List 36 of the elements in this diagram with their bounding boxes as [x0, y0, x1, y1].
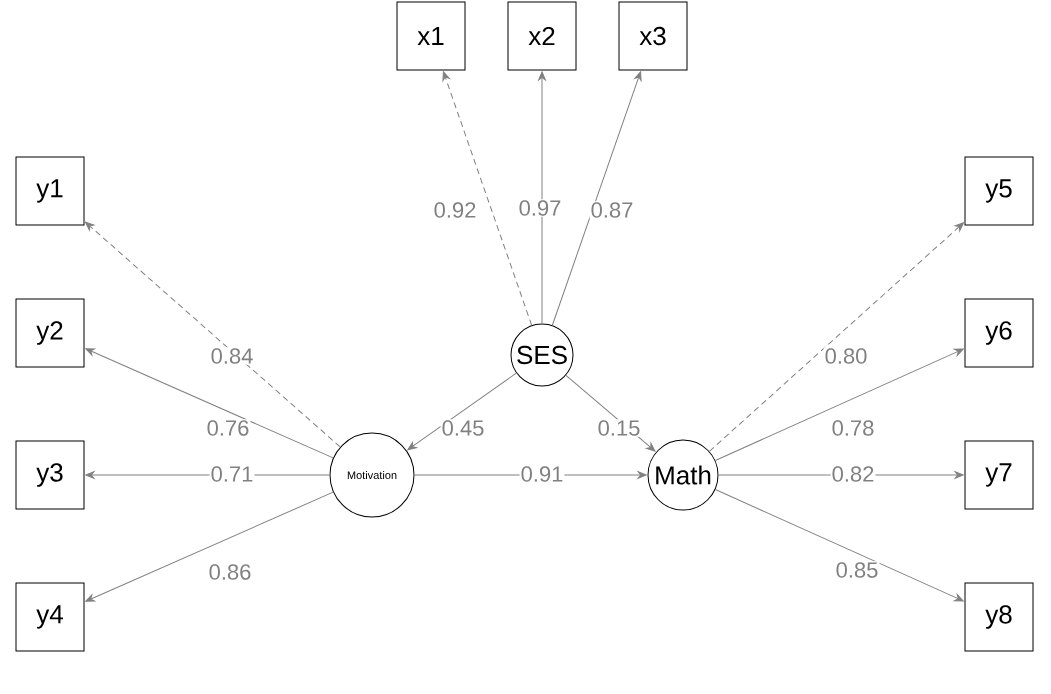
edge-label: 0.78 [830, 419, 876, 437]
edge-label: 0.91 [519, 465, 565, 483]
indicator-box: y1 [15, 156, 85, 226]
arrow [85, 348, 334, 459]
edge-label: 0.76 [205, 419, 251, 437]
edge-label: 0.97 [517, 199, 563, 217]
arrow [85, 491, 334, 602]
edge-label: 0.86 [207, 563, 253, 581]
arrow [708, 222, 965, 452]
indicator-box: y2 [15, 298, 85, 368]
indicator-box: x1 [396, 1, 466, 71]
arrow [565, 374, 656, 452]
edge-label: 0.84 [209, 347, 255, 365]
indicator-box: y7 [964, 440, 1034, 510]
edge-label: 0.80 [823, 347, 869, 365]
edge-label: 0.82 [830, 465, 876, 483]
arrow [407, 372, 517, 451]
edge-label: 0.92 [432, 201, 478, 219]
edge-label: 0.45 [440, 419, 486, 437]
arrow [442, 71, 533, 326]
indicator-box: y8 [964, 582, 1034, 652]
edge-label: 0.85 [834, 561, 880, 579]
edge-label: 0.71 [209, 465, 255, 483]
arrow [551, 71, 642, 326]
arrow [714, 348, 964, 461]
arrow [538, 71, 546, 324]
indicator-box: y6 [964, 298, 1034, 368]
edge-label: 0.87 [589, 201, 635, 219]
indicator-box: y5 [964, 156, 1034, 226]
edge-label: 0.15 [596, 419, 642, 437]
indicator-box: y3 [15, 440, 85, 510]
arrow [714, 489, 964, 602]
arrow [85, 221, 341, 448]
indicator-box: x2 [507, 1, 577, 71]
indicator-box: y4 [15, 582, 85, 652]
indicator-box: x3 [618, 1, 688, 71]
